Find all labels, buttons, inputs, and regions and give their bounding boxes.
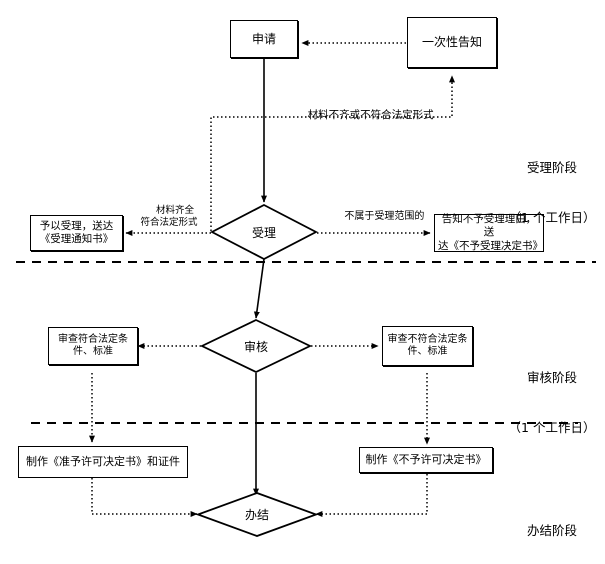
- node-accept-decision-label: 受理: [251, 225, 276, 240]
- node-review-fail-line1: 审查不符合法定条: [387, 333, 468, 345]
- node-permit-grant-label: 制作《准予许可决定书》和证件: [26, 455, 180, 469]
- edge-label-out-of-scope: 不属于受理范围的: [323, 199, 433, 235]
- edge-label-incomplete-materials-text: 材料不齐或不符合法定形式: [307, 108, 434, 121]
- node-accept-yes[interactable]: 予以受理，送达 《受理通知书》: [30, 215, 123, 251]
- node-review-decision-label: 审核: [243, 339, 268, 354]
- node-accept-no-line1: 告知不予受理理由，送: [441, 213, 537, 239]
- node-one-time-notice-label: 一次性告知: [421, 35, 482, 49]
- edge-label-materials-complete-text: 材料齐全 符合法定形式: [140, 205, 198, 228]
- stage-label-review-line1: 审核阶段: [526, 369, 577, 385]
- stage-label-accept-line2: （1 个工作日）: [508, 210, 596, 226]
- stage-label-review: 审核阶段 （1 个工作日）: [504, 336, 600, 471]
- node-permit-deny-label: 制作《不予许可决定书》: [365, 453, 487, 467]
- node-accept-yes-line2: 《受理通知书》: [39, 233, 114, 245]
- node-review-pass-line1: 审查符合法定条: [58, 333, 128, 345]
- stage-label-finish: 办结阶段 （1 个工作日）: [504, 489, 600, 564]
- edge-label-out-of-scope-text: 不属于受理范围的: [344, 211, 425, 222]
- node-permit-deny[interactable]: 制作《不予许可决定书》: [359, 447, 493, 473]
- edge-accept-to-notice: [210, 75, 455, 231]
- node-accept-yes-line1: 予以受理，送达: [39, 219, 114, 232]
- node-one-time-notice[interactable]: 一次性告知: [407, 17, 497, 68]
- node-permit-grant[interactable]: 制作《准予许可决定书》和证件: [18, 446, 188, 478]
- node-accept-no-line2: 达《不予受理决定书》: [438, 239, 543, 252]
- node-apply-label: 申请: [251, 31, 276, 46]
- stage-label-accept-line1: 受理阶段: [526, 159, 577, 175]
- node-review-fail-line2: 件、标准: [407, 346, 448, 357]
- node-review-pass[interactable]: 审查符合法定条 件、标准: [48, 327, 138, 365]
- node-finish[interactable]: 办结: [195, 492, 319, 537]
- node-accept-decision[interactable]: 受理: [210, 203, 318, 261]
- stage-label-review-line2: （1 个工作日）: [508, 420, 596, 436]
- node-review-pass-line2: 件、标准: [73, 346, 113, 357]
- edge-grant-to-finish: [91, 478, 198, 517]
- stage-label-finish-line1: 办结阶段: [526, 522, 577, 538]
- edge-label-incomplete-materials: 材料不齐或不符合法定形式: [284, 96, 444, 134]
- node-accept-no[interactable]: 告知不予受理理由，送 达《不予受理决定书》: [434, 213, 544, 252]
- node-review-fail[interactable]: 审查不符合法定条 件、标准: [382, 326, 473, 366]
- edge-deny-to-finish: [315, 474, 428, 517]
- node-apply[interactable]: 申请: [230, 20, 298, 58]
- node-review-decision[interactable]: 审核: [199, 319, 313, 373]
- stage-label-accept: 受理阶段 （1 个工作日）: [504, 126, 600, 261]
- node-finish-label: 办结: [244, 508, 269, 522]
- edge-label-materials-complete: 材料齐全 符合法定形式: [129, 194, 209, 240]
- edge-accept-to-review: [253, 258, 265, 319]
